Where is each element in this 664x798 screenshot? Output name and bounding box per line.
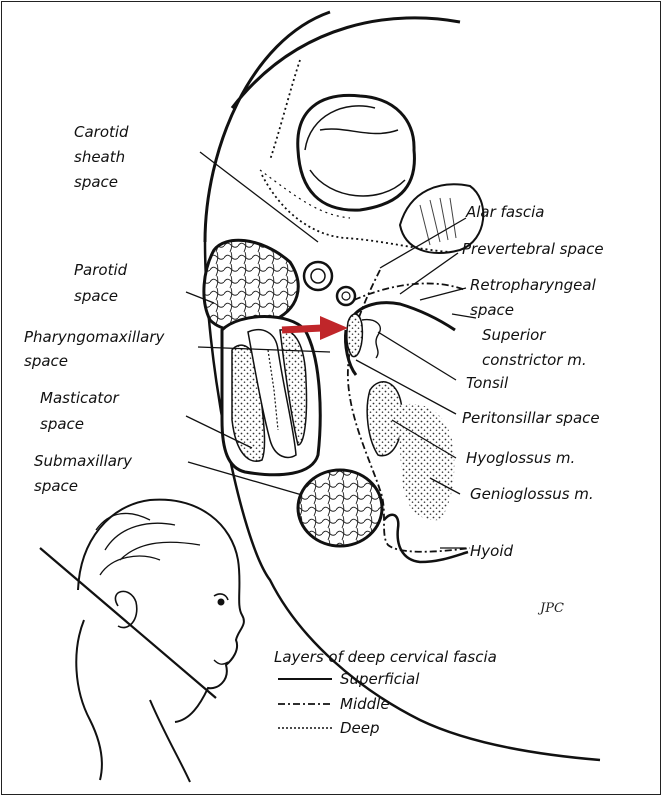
- legend-title: Layers of deep cervical fascia: [274, 648, 497, 666]
- hyoid-bone: [384, 515, 468, 562]
- label-tonsil: Tonsil: [466, 374, 509, 392]
- label-masticator-1: Masticator: [40, 389, 119, 407]
- label-parotid-1: Parotid: [74, 261, 128, 279]
- label-submaxillary-2: space: [34, 477, 78, 495]
- submaxillary-gland: [298, 470, 382, 546]
- label-carotid-3: space: [74, 173, 118, 191]
- tonsil: [347, 314, 363, 357]
- label-pharyngomaxillary-1: Pharyngomaxillary: [24, 328, 166, 346]
- genioglossus-muscle: [399, 404, 454, 520]
- label-masticator-2: space: [40, 415, 84, 433]
- label-genioglossus: Genioglossus m.: [470, 485, 594, 503]
- vertebra-body: [298, 95, 415, 210]
- artist-signature: JPC: [537, 601, 564, 616]
- hyoglossus-muscle: [367, 382, 402, 456]
- label-carotid-1: Carotid: [74, 123, 129, 141]
- label-parotid-2: space: [74, 287, 118, 305]
- label-superior-1: Superior: [482, 326, 546, 344]
- label-prevertebral: Prevertebral space: [462, 240, 604, 258]
- legend-item-deep: Deep: [340, 719, 380, 737]
- legend: Layers of deep cervical fascia Superfici…: [274, 648, 497, 737]
- label-pharyngomaxillary-2: space: [24, 352, 68, 370]
- legend-item-superficial: Superficial: [340, 670, 420, 688]
- legend-item-middle: Middle: [340, 695, 390, 713]
- label-superior-2: constrictor m.: [482, 351, 587, 369]
- cross-section-plane-line: [40, 548, 216, 698]
- child-profile-inset: [76, 500, 244, 782]
- label-retropharyngeal-1: Retropharyngeal: [470, 276, 597, 294]
- label-hyoid: Hyoid: [470, 542, 514, 560]
- superior-constrictor: [352, 303, 455, 330]
- label-carotid-2: sheath: [74, 148, 125, 166]
- label-retropharyngeal-2: space: [470, 301, 514, 319]
- label-peritonsillar: Peritonsillar space: [462, 409, 600, 427]
- label-submaxillary-1: Submaxillary: [34, 452, 133, 470]
- label-alar-fascia: Alar fascia: [465, 203, 544, 221]
- label-hyoglossus: Hyoglossus m.: [466, 449, 575, 467]
